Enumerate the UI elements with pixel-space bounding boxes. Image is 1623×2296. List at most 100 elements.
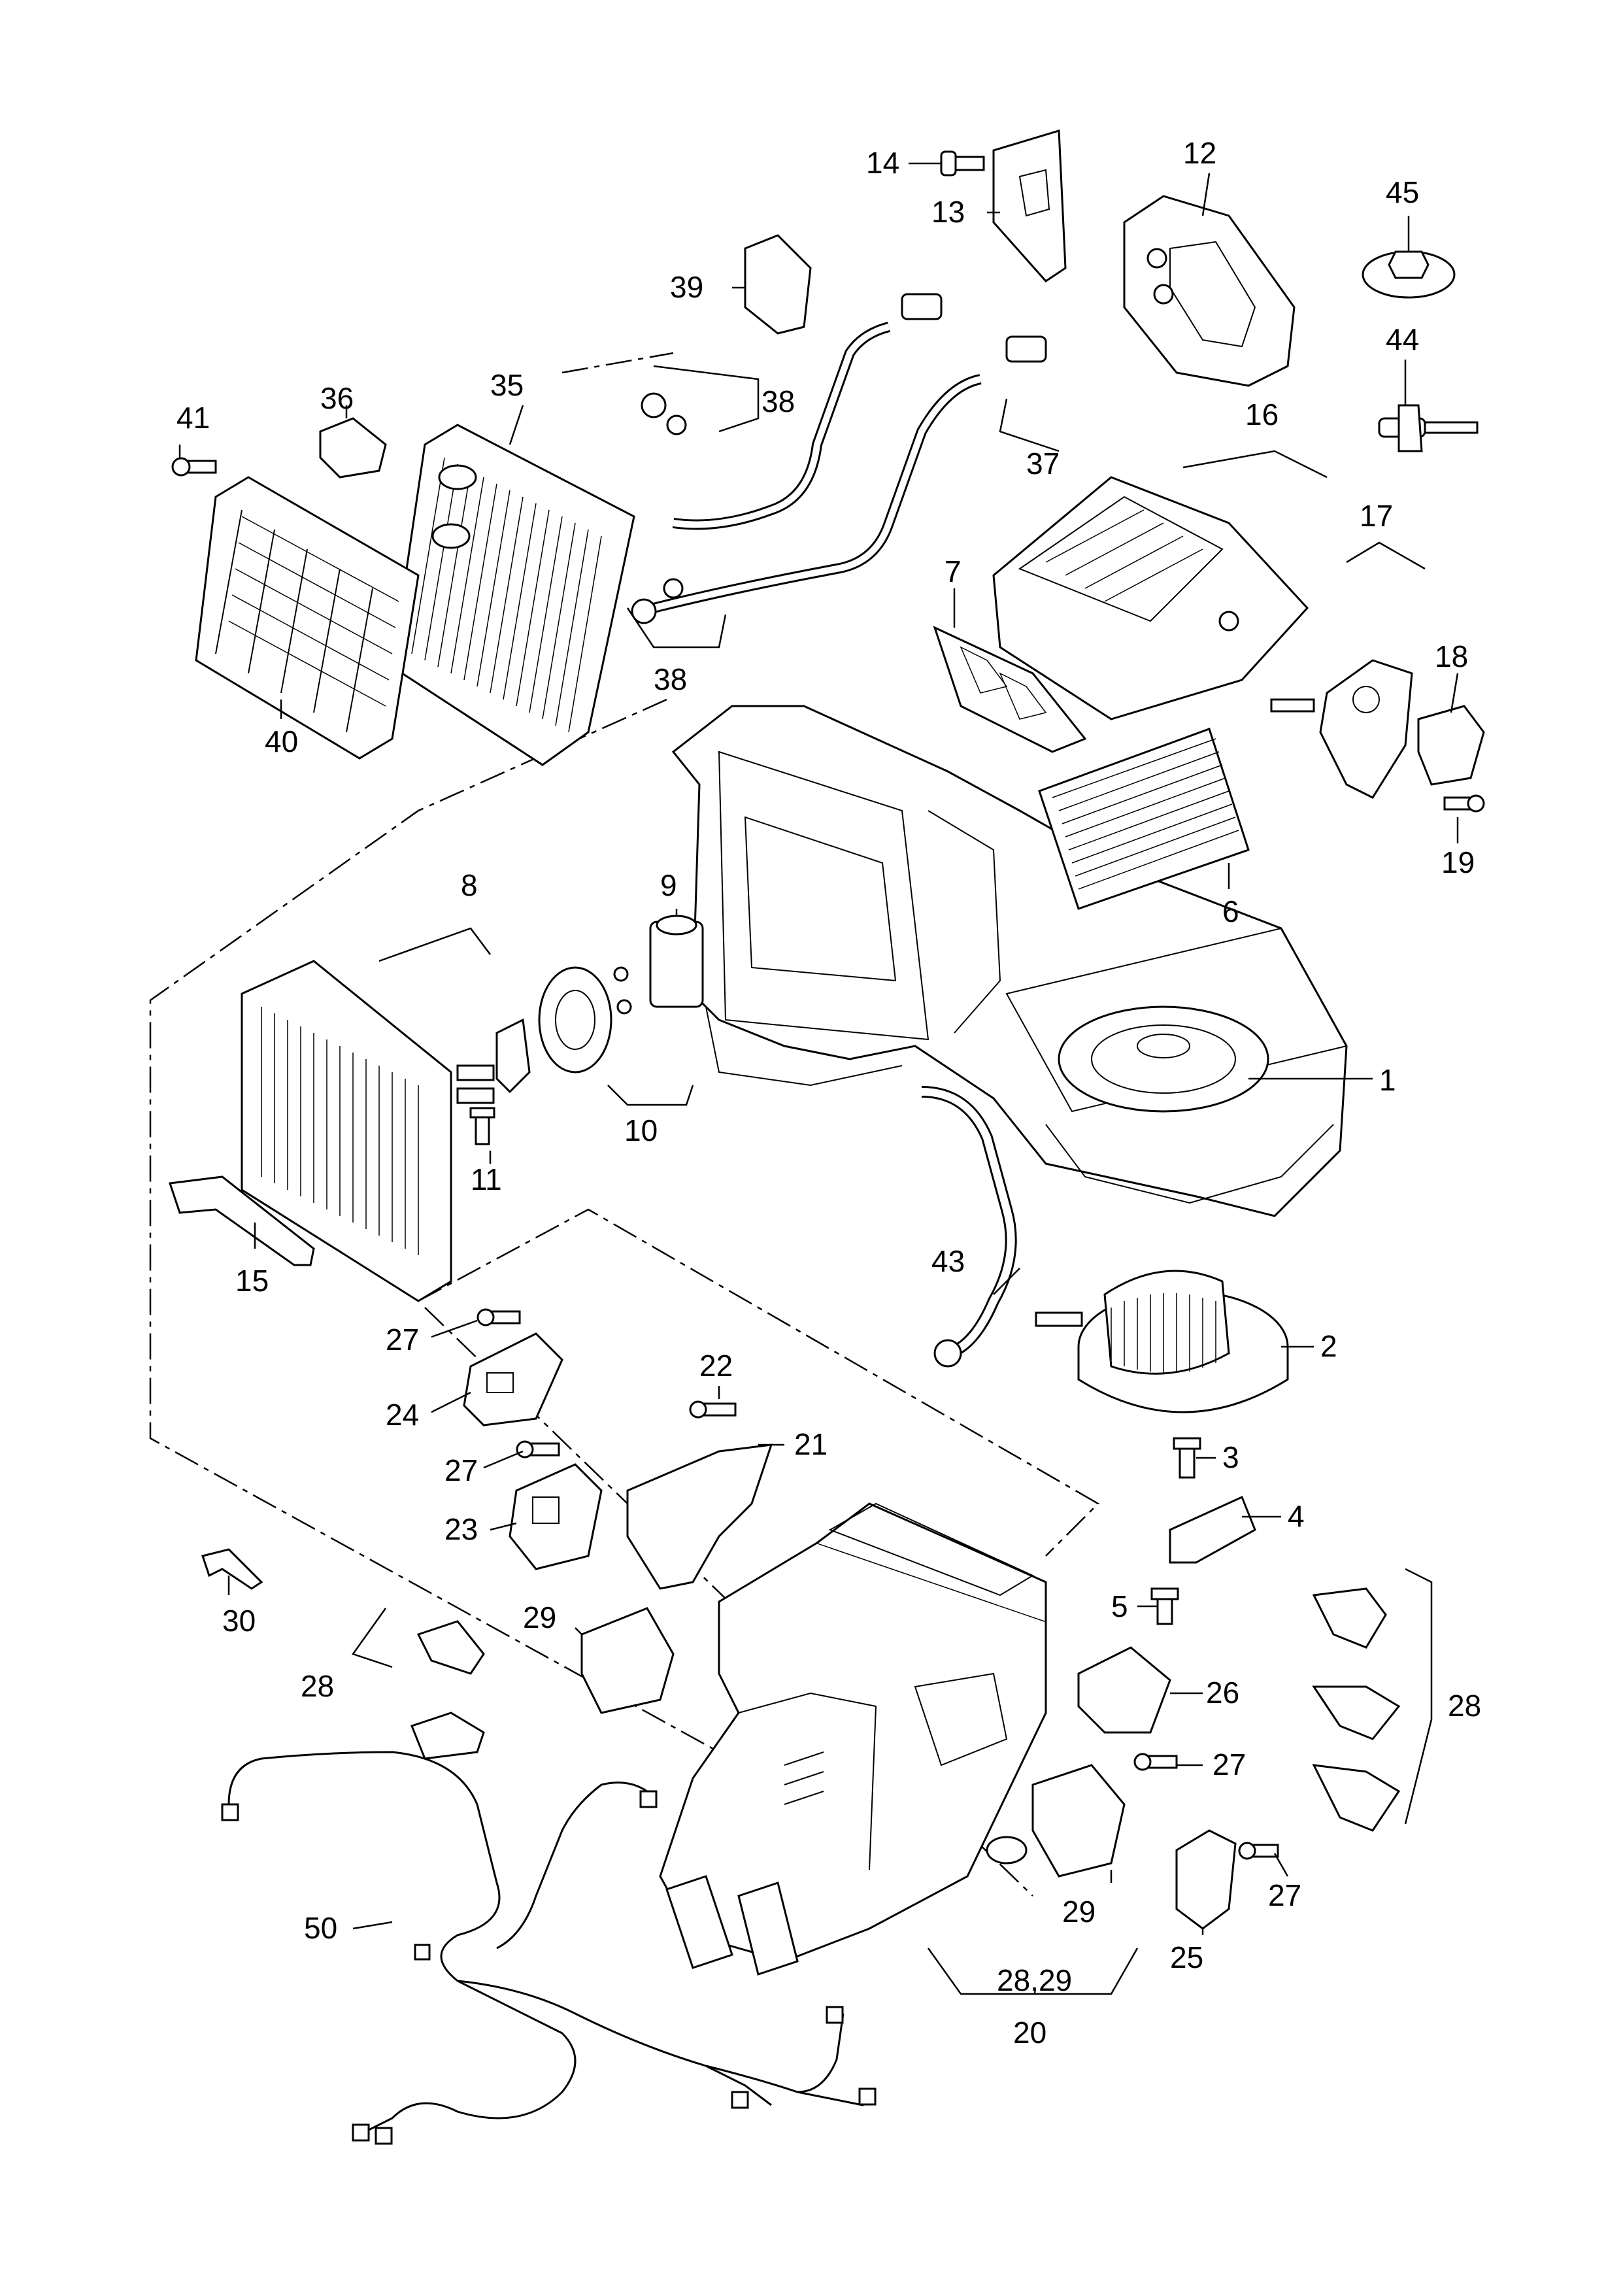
label-11: 11 xyxy=(471,1162,502,1196)
sensor-25[interactable] xyxy=(1175,1829,1237,1930)
label-1: 1 xyxy=(1379,1063,1396,1097)
label-26: 26 xyxy=(1206,1676,1239,1710)
servo-26[interactable] xyxy=(1077,1646,1171,1734)
label-6: 6 xyxy=(1222,894,1239,928)
sensor-holder-15[interactable] xyxy=(168,1175,315,1266)
gasket-12[interactable] xyxy=(1123,195,1296,387)
label-27-c: 27 xyxy=(1213,1747,1246,1781)
label-14: 14 xyxy=(866,146,899,180)
screw-22[interactable] xyxy=(689,1400,737,1419)
leader-lines xyxy=(178,162,1459,1995)
servo-motor-23[interactable] xyxy=(509,1463,603,1570)
label-29-left: 29 xyxy=(523,1600,556,1634)
label-41: 41 xyxy=(176,401,210,435)
seal-10[interactable] xyxy=(538,966,632,1073)
nut-45[interactable] xyxy=(1362,250,1456,299)
label-23: 23 xyxy=(444,1512,478,1546)
cover-4[interactable] xyxy=(1169,1495,1256,1564)
actuator-18[interactable] xyxy=(1417,705,1485,786)
servo-motor-24[interactable] xyxy=(463,1332,563,1427)
drain-hose-43[interactable] xyxy=(921,1086,1017,1368)
label-27-d: 27 xyxy=(1268,1878,1301,1912)
label-39: 39 xyxy=(670,270,703,304)
wiring-harness-50[interactable] xyxy=(221,1751,877,2145)
bracket-10[interactable] xyxy=(495,1018,531,1094)
clip-30[interactable] xyxy=(201,1548,263,1590)
label-24: 24 xyxy=(386,1398,419,1432)
seal-block-39[interactable] xyxy=(744,234,812,335)
label-19: 19 xyxy=(1441,845,1475,879)
refrigerant-pipes-37[interactable] xyxy=(652,293,1047,613)
label-35: 35 xyxy=(490,368,524,402)
blower-motor[interactable] xyxy=(1035,1270,1289,1413)
label-2: 2 xyxy=(1320,1329,1337,1363)
label-28-right: 28 xyxy=(1448,1689,1481,1723)
temp-sensor-28-a[interactable] xyxy=(416,1620,485,1675)
heater-housing[interactable] xyxy=(671,705,1348,1217)
label-25: 25 xyxy=(1170,1940,1203,1974)
label-45: 45 xyxy=(1386,175,1419,209)
bracket-36[interactable] xyxy=(319,417,387,479)
stud-44[interactable] xyxy=(1378,404,1479,452)
cabin-filter[interactable] xyxy=(1038,728,1250,910)
screw-5[interactable] xyxy=(1150,1587,1179,1625)
screw-41[interactable] xyxy=(171,457,217,477)
screw-14[interactable] xyxy=(940,150,985,177)
heater-element-40[interactable] xyxy=(195,476,420,760)
label-27-b: 27 xyxy=(444,1453,478,1487)
cover-29-right[interactable] xyxy=(1031,1764,1126,1878)
clip-38-bottom[interactable] xyxy=(631,578,684,624)
flap-7[interactable] xyxy=(933,626,1087,753)
air-distribution-housing[interactable] xyxy=(659,1502,1047,1976)
label-7: 7 xyxy=(945,554,962,588)
temp-sensor-28-d[interactable] xyxy=(1312,1685,1401,1740)
label-17: 17 xyxy=(1360,499,1393,533)
label-30: 30 xyxy=(222,1604,256,1638)
bracket-21[interactable] xyxy=(626,1443,773,1590)
temp-sensor-28-b[interactable] xyxy=(410,1712,485,1760)
clip-38-top[interactable] xyxy=(641,392,687,435)
screw-27-top[interactable] xyxy=(477,1308,521,1326)
label-28-29: 28,29 xyxy=(997,1963,1072,1997)
label-38-bottom: 38 xyxy=(654,662,687,696)
label-4: 4 xyxy=(1288,1499,1305,1533)
label-29-right: 29 xyxy=(1062,1895,1096,1929)
label-10: 10 xyxy=(624,1113,658,1147)
label-27-a: 27 xyxy=(386,1323,419,1357)
label-43: 43 xyxy=(931,1244,965,1278)
label-12: 12 xyxy=(1183,136,1216,170)
label-38-top: 38 xyxy=(761,384,795,418)
expansion-valve[interactable] xyxy=(649,915,704,1008)
evaporator-8[interactable] xyxy=(241,960,495,1302)
label-5: 5 xyxy=(1111,1589,1128,1623)
label-22: 22 xyxy=(699,1349,733,1383)
label-20: 20 xyxy=(1013,2016,1046,2050)
temp-sensor-28-c[interactable] xyxy=(1312,1587,1387,1649)
label-8: 8 xyxy=(461,868,478,902)
label-18: 18 xyxy=(1435,639,1468,673)
screw-11[interactable] xyxy=(469,1107,495,1145)
temp-sensor-28-e[interactable] xyxy=(1312,1764,1401,1832)
bracket-13[interactable] xyxy=(992,129,1067,282)
label-36: 36 xyxy=(320,381,354,415)
label-44: 44 xyxy=(1386,322,1419,356)
label-13: 13 xyxy=(931,195,965,229)
actuator-bracket-17[interactable] xyxy=(1270,659,1413,799)
label-40: 40 xyxy=(265,724,298,758)
label-21: 21 xyxy=(794,1427,828,1461)
screw-3[interactable] xyxy=(1173,1437,1201,1479)
label-3: 3 xyxy=(1222,1440,1239,1474)
label-9: 9 xyxy=(660,868,677,902)
screw-19[interactable] xyxy=(1443,794,1485,813)
label-28-left: 28 xyxy=(301,1669,334,1703)
cover-29-left[interactable] xyxy=(580,1607,675,1714)
screw-27-right[interactable] xyxy=(1133,1753,1178,1771)
screw-27-lower[interactable] xyxy=(1238,1842,1279,1860)
label-15: 15 xyxy=(235,1264,269,1298)
part-labels: 1 2 3 4 5 6 7 8 9 10 11 12 13 14 15 16 1… xyxy=(176,136,1481,2050)
screw-27-mid[interactable] xyxy=(516,1440,560,1459)
air-intake-16[interactable] xyxy=(992,476,1309,720)
label-16: 16 xyxy=(1245,397,1279,431)
heater-core-35[interactable] xyxy=(391,424,635,766)
